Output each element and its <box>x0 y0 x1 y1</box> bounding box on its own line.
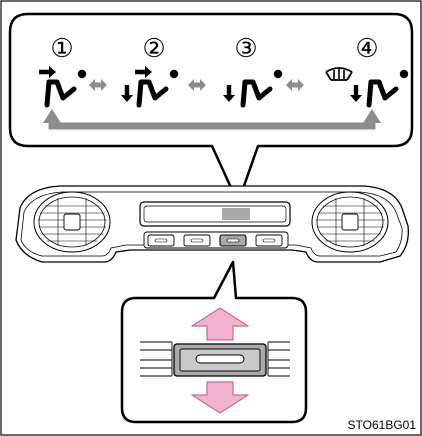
mode-callout-bubble <box>8 12 414 205</box>
control-button-2[interactable] <box>183 234 211 247</box>
figure-code: STO61BG01 <box>348 418 417 432</box>
mode-1-number: ① <box>50 33 73 63</box>
mode-button[interactable] <box>219 234 247 247</box>
control-button-1[interactable] <box>147 234 175 247</box>
zoomed-mode-button[interactable] <box>173 343 267 377</box>
mode-3-number: ③ <box>234 33 257 63</box>
switch-zoom-bubble <box>120 260 308 424</box>
climate-display <box>139 201 291 227</box>
mode-4-number: ④ <box>355 33 378 63</box>
control-button-4[interactable] <box>255 234 283 247</box>
feet-windshield-defrost-icon <box>325 67 408 105</box>
mode-indicator <box>222 208 250 220</box>
up-arrow-icon <box>191 307 249 341</box>
down-arrow-icon <box>191 381 249 414</box>
right-air-vent <box>311 191 389 253</box>
left-air-vent <box>33 191 111 253</box>
return-arrow-icon <box>43 109 381 130</box>
zoomed-switch-panel <box>140 341 290 377</box>
control-button-row <box>143 231 289 249</box>
mode-2-number: ② <box>142 33 165 63</box>
